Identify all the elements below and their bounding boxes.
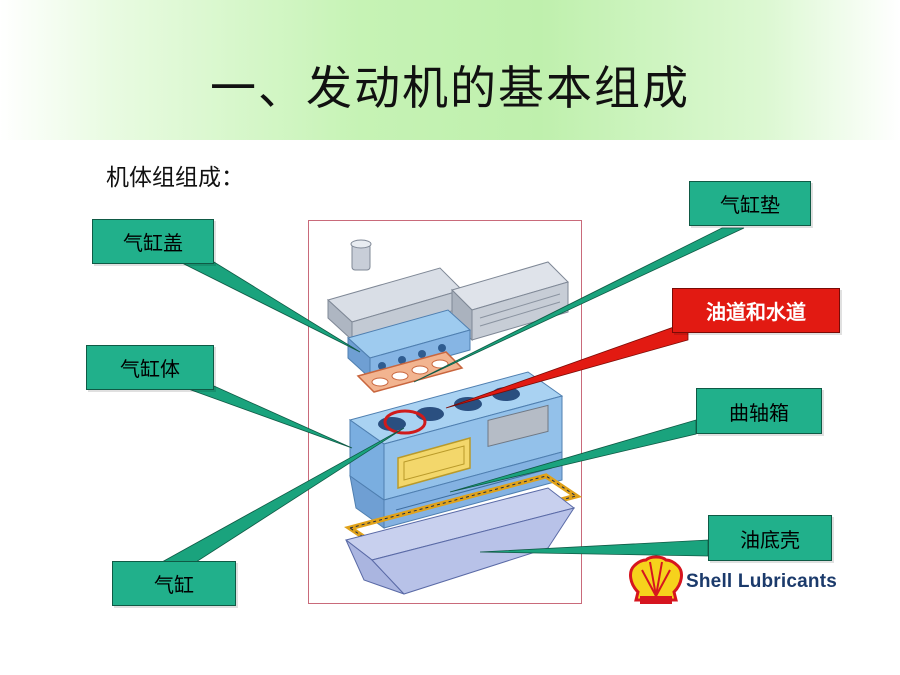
label-oil-water-passage: 油道和水道	[672, 288, 840, 333]
title-band	[0, 0, 900, 140]
cylinder-gasket	[356, 351, 464, 393]
label-crankcase: 曲轴箱	[696, 388, 822, 434]
shell-logo	[629, 555, 683, 604]
leader-cylinder-block	[179, 385, 353, 449]
oil-pan	[344, 487, 576, 595]
leader-cylinder-gasket	[413, 227, 745, 383]
engine-illustration-frame	[308, 220, 582, 604]
shell-lubricants-brand: Shell Lubricants	[686, 571, 838, 592]
engine-illustration	[327, 239, 582, 595]
slide-title: 一、发动机的基本组成	[210, 61, 690, 115]
label-cylinder-block: 气缸体	[86, 345, 214, 390]
slide-subtitle: 机体组组成：	[106, 165, 244, 191]
leader-lines	[160, 227, 745, 563]
valve-cover-right	[451, 261, 569, 342]
label-cylinder-head: 气缸盖	[92, 219, 214, 264]
label-oil-pan: 油底壳	[708, 515, 832, 561]
cylinder-highlight-circle	[383, 409, 427, 435]
label-cylinder-gasket: 气缸垫	[689, 181, 811, 226]
label-cylinder: 气缸	[112, 561, 236, 606]
